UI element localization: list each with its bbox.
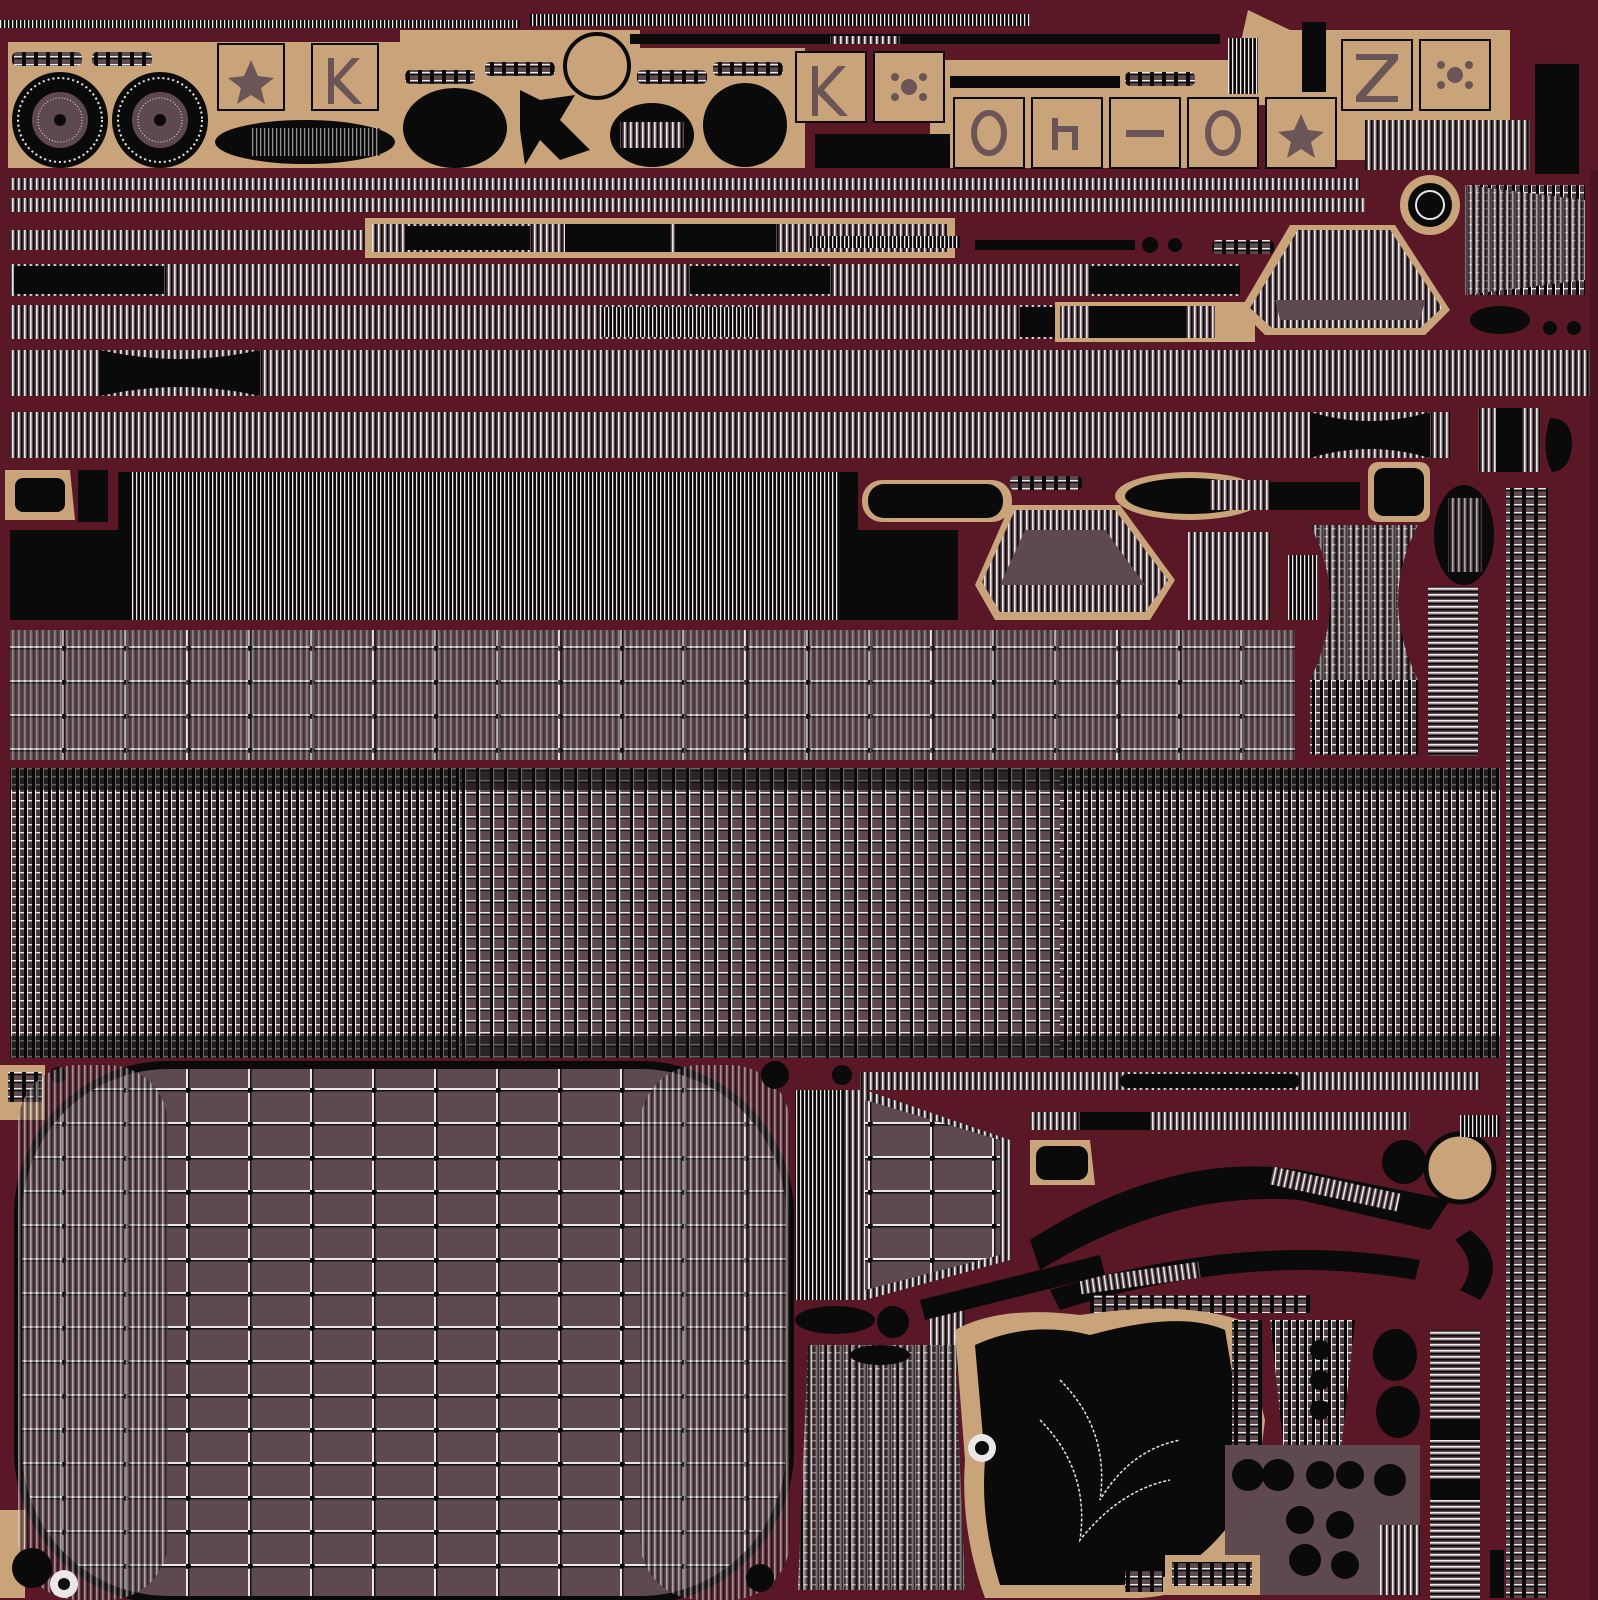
n-letter-panel-icon bbox=[1031, 97, 1103, 169]
large-mesh-grid bbox=[10, 768, 1500, 1058]
star-panel-icon bbox=[1265, 97, 1337, 169]
ornament-panel-icon bbox=[873, 51, 945, 123]
bottom-right-cluster bbox=[1125, 1320, 1504, 1600]
bottom-middle-pieces bbox=[761, 1061, 1010, 1590]
middle-dense-block bbox=[5, 470, 1012, 620]
middle-right-pieces bbox=[975, 462, 1494, 756]
top-shapes bbox=[215, 32, 950, 168]
k-letter-panel-icon bbox=[795, 51, 867, 123]
right-vertical-strip bbox=[1506, 488, 1548, 1598]
tan-panels bbox=[217, 39, 1491, 169]
chain-pieces bbox=[12, 52, 1274, 490]
k-letter-panel-icon bbox=[311, 43, 379, 111]
top-right-pieces bbox=[1240, 175, 1585, 472]
wheel-right bbox=[112, 72, 208, 168]
minus-panel-icon bbox=[1109, 97, 1181, 169]
top-strips bbox=[0, 14, 1579, 174]
right-edge-strip bbox=[1590, 170, 1598, 1600]
striped-row-block bbox=[10, 630, 1295, 760]
o-letter-panel-icon bbox=[953, 97, 1025, 169]
z-letter-panel-icon bbox=[1341, 39, 1413, 111]
bottom-right-tubes bbox=[860, 1072, 1500, 1320]
bottom-left-surface bbox=[0, 1061, 794, 1600]
horizontal-strips bbox=[10, 178, 1590, 472]
wheel-left bbox=[12, 72, 108, 168]
ornament-panel-icon bbox=[1419, 39, 1491, 111]
star-panel-icon bbox=[217, 43, 285, 111]
bottom-right-blob bbox=[955, 1308, 1265, 1599]
o-letter-panel-icon bbox=[1187, 97, 1259, 169]
